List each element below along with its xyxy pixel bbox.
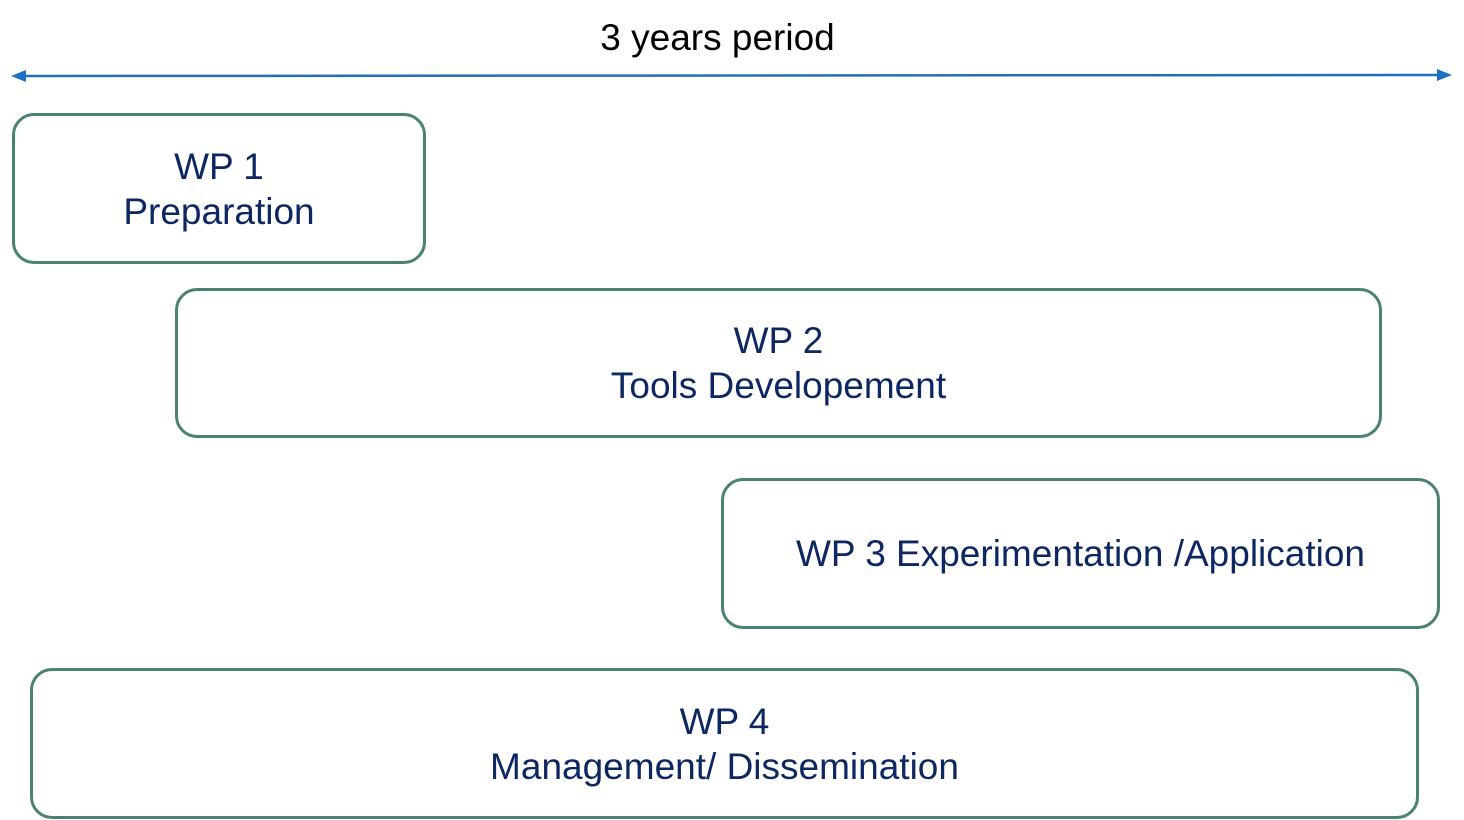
timeline-arrow-right-head — [1437, 69, 1452, 81]
wp2-box: WP 2 Tools Developement — [175, 288, 1382, 438]
timeline-arrow-left-head — [11, 70, 26, 82]
wp4-id: WP 4 — [679, 700, 770, 742]
wp4-title: Management/ Dissemination — [490, 745, 959, 787]
timeline-arrow-line — [23, 73, 1441, 78]
timeline-label: 3 years period — [600, 17, 835, 58]
wp4-box: WP 4 Management/ Dissemination — [30, 668, 1419, 819]
wp3-title: WP 3 Experimentation /Application — [795, 533, 1365, 574]
timeline-arrow — [11, 69, 1452, 82]
wp1-id: WP 1 — [174, 145, 264, 187]
wp1-title: Preparation — [123, 190, 315, 232]
wp2-id: WP 2 — [733, 320, 824, 361]
wp1-box: WP 1 Preparation — [12, 113, 426, 264]
wp3-box: WP 3 Experimentation /Application — [721, 478, 1440, 629]
wp2-title: Tools Developement — [610, 365, 947, 406]
